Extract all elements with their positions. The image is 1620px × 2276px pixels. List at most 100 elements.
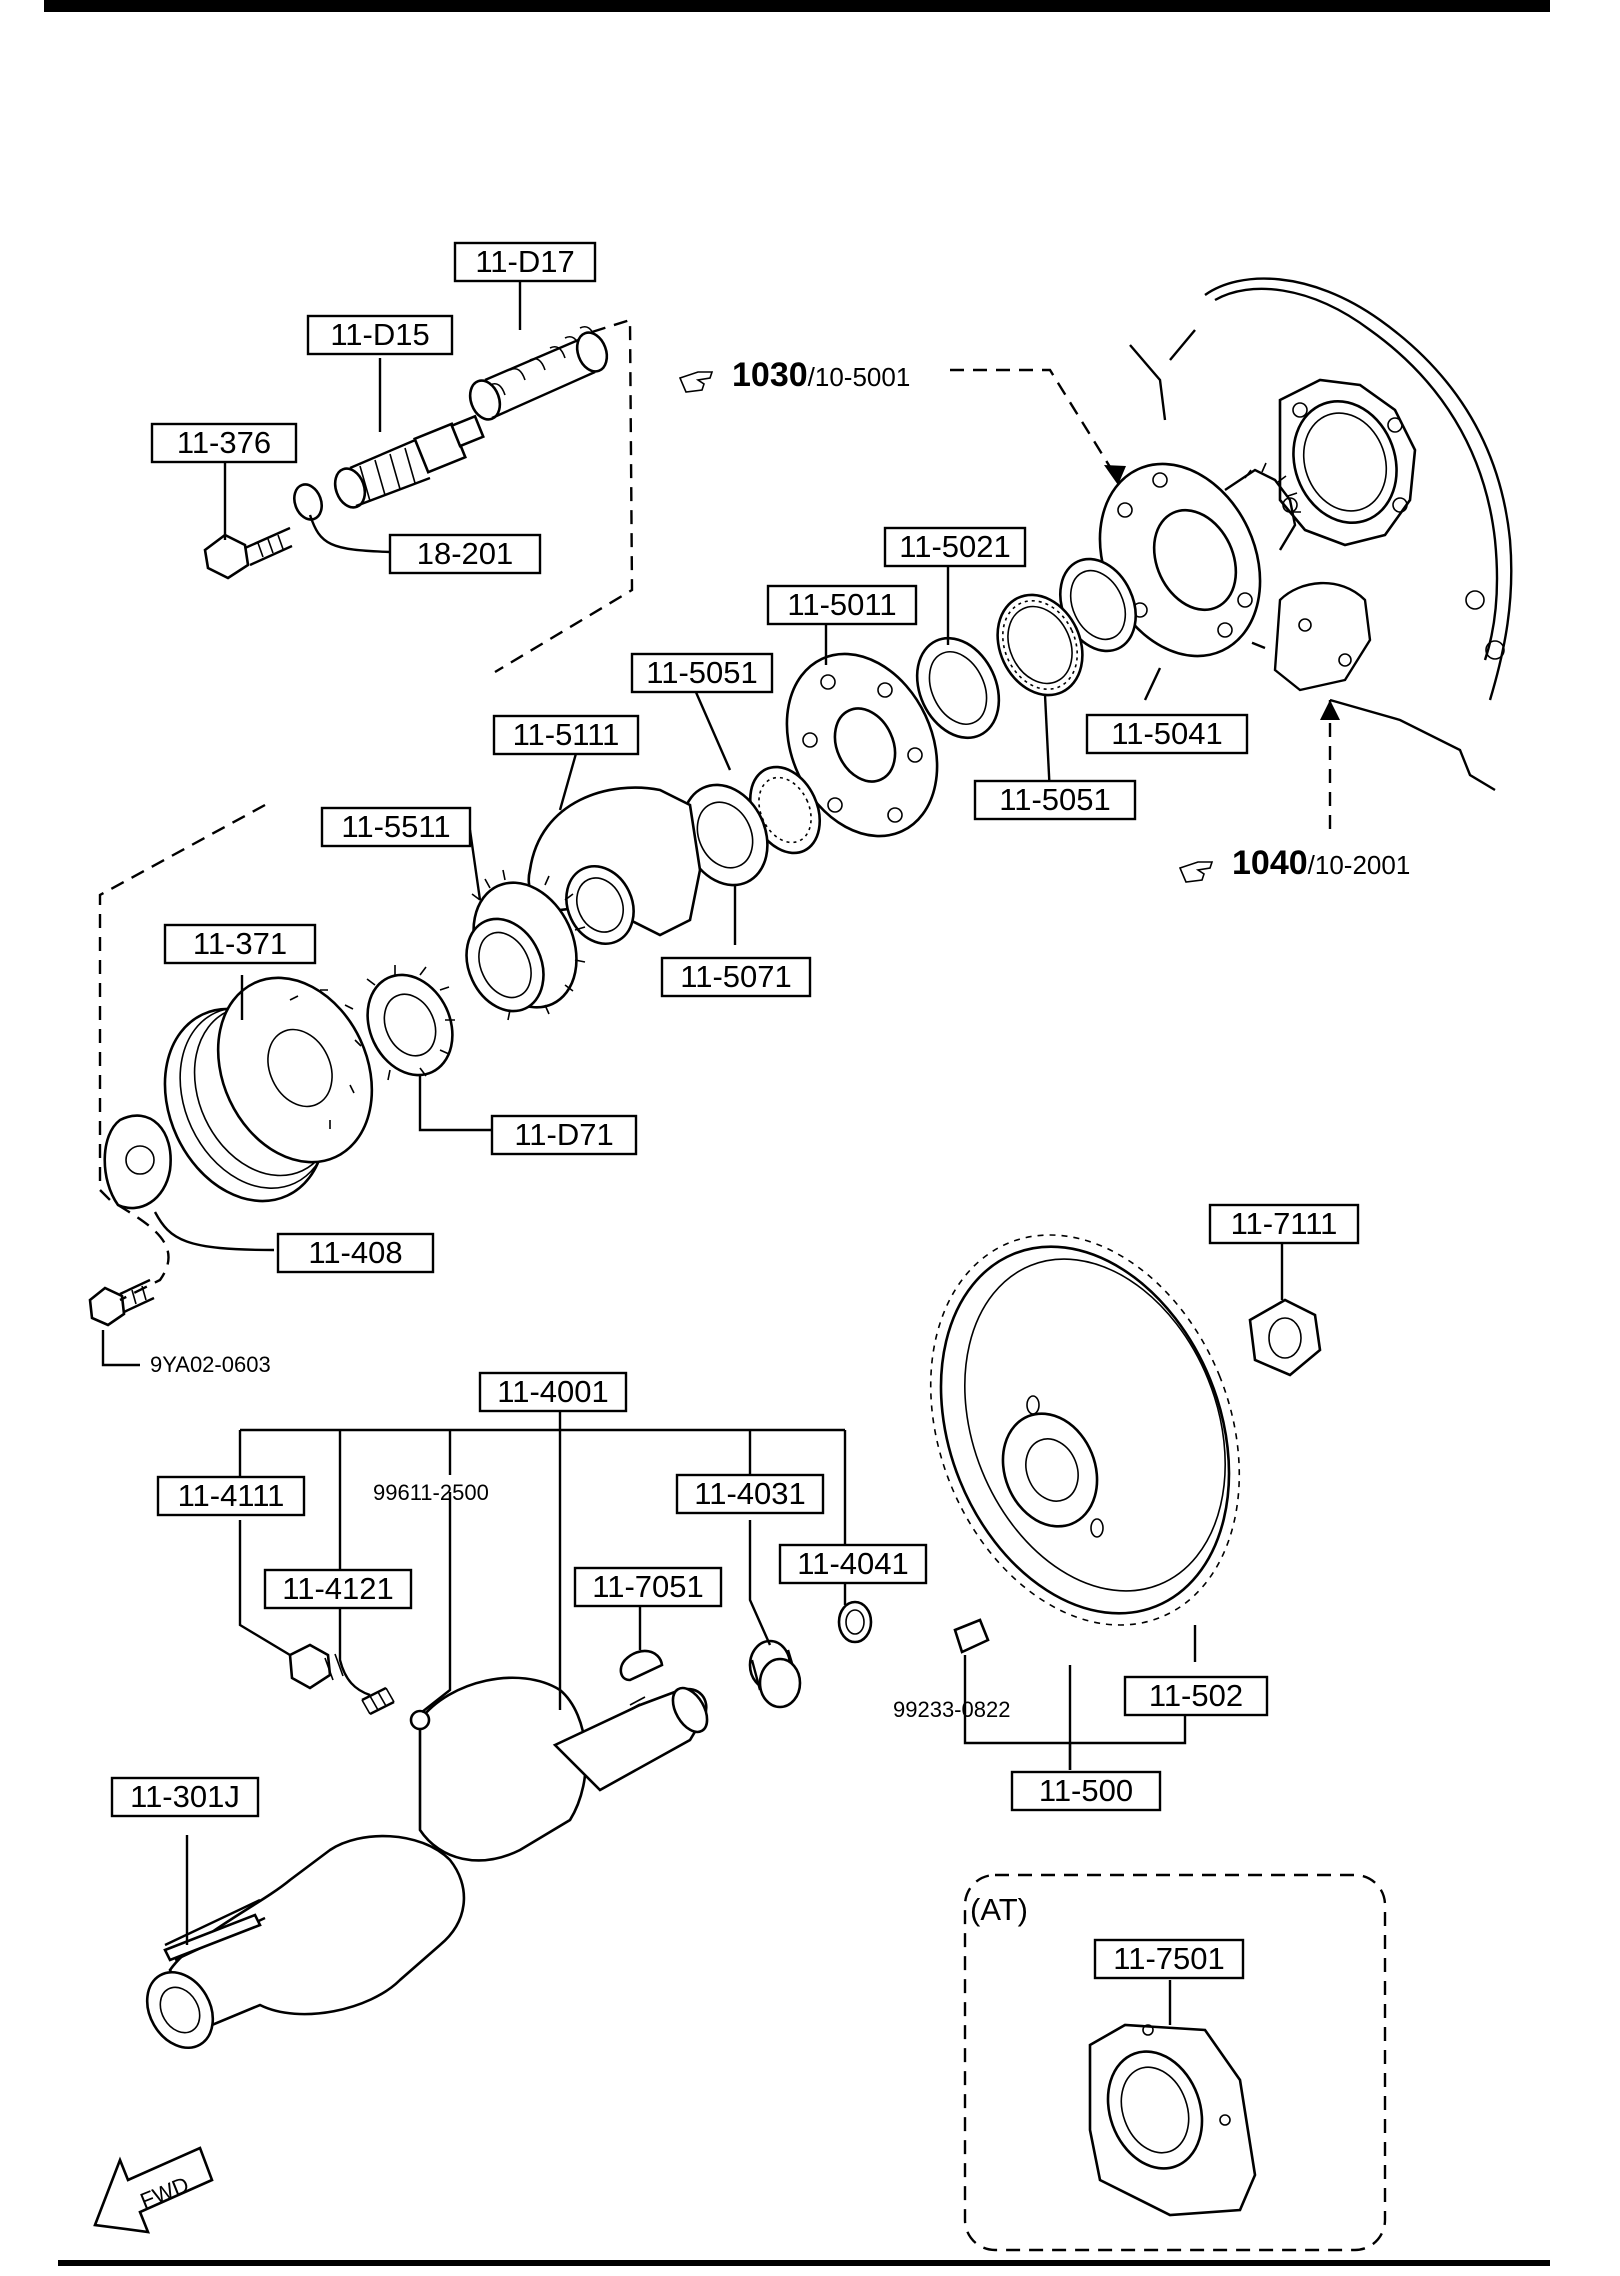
label-box (388, 533, 542, 575)
label-text: 11-408 (308, 1235, 402, 1270)
label-text: 11-7051 (592, 1569, 703, 1604)
part-label-11376[interactable]: 11-376 (150, 422, 298, 464)
label-text: 11-5071 (680, 959, 791, 994)
o-ring-18-201 (293, 483, 323, 521)
part-label-18201[interactable]: 18-201 (388, 533, 542, 575)
label-box (320, 806, 472, 848)
bolt-11-376 (203, 526, 293, 580)
label-text: 11-7501 (1113, 1941, 1224, 1976)
label-box (883, 526, 1027, 568)
pointing-hand-icon (1178, 861, 1214, 883)
label-box (1085, 713, 1249, 755)
label-text: 11-500 (1039, 1773, 1133, 1808)
drive-plate-11-7501 (1088, 2023, 1257, 2217)
label-box (1208, 1203, 1360, 1245)
label-box (630, 652, 774, 694)
part-label-115041[interactable]: 11-5041 (1085, 713, 1249, 755)
bushing-11-4031 (748, 1639, 802, 1709)
label-text: 11-4121 (282, 1571, 393, 1606)
label-box (163, 923, 317, 965)
part-label-115051b[interactable]: 11-5051 (973, 779, 1137, 821)
label-box (660, 956, 812, 998)
label-text: 11-5051 (646, 655, 757, 690)
label-box (156, 1475, 306, 1517)
label-box (1123, 1675, 1269, 1717)
label-box (1093, 1938, 1245, 1980)
label-box (263, 1568, 413, 1610)
bolt-9YA02-0603 (88, 1278, 155, 1327)
bearing-11-5051-rear (996, 593, 1084, 697)
label-text: 11-D71 (514, 1117, 613, 1152)
label-text: 11-5041 (1111, 716, 1222, 751)
label-box (478, 1371, 628, 1413)
label-text: 11-D17 (475, 244, 574, 279)
part-label-117051[interactable]: 11-7051 (573, 1566, 723, 1608)
label-text: 11-301J (130, 1779, 240, 1814)
label-box (766, 584, 918, 626)
part-label-115071[interactable]: 11-5071 (660, 956, 812, 998)
part-label-114001[interactable]: 11-4001 (478, 1371, 628, 1413)
leader-lines (101, 282, 1284, 2025)
key-11-301J (163, 1913, 262, 1962)
part-label-115011[interactable]: 11-5011 (766, 584, 918, 626)
label-box (453, 241, 597, 283)
part-label-114031[interactable]: 11-4031 (675, 1473, 825, 1515)
part-label-117501[interactable]: 11-7501 (1093, 1938, 1245, 1980)
valve-11-D15 (333, 414, 485, 509)
label-box (110, 1776, 260, 1818)
sprocket-11-5511 (465, 869, 586, 1021)
part-label-114041[interactable]: 11-4041 (778, 1543, 928, 1585)
part-label-117111[interactable]: 11-7111 (1208, 1203, 1360, 1245)
label-box (150, 422, 298, 464)
ball-99611-2500 (409, 1709, 431, 1731)
label-text: 11-7111 (1231, 1206, 1338, 1241)
part-label-115051a[interactable]: 11-5051 (630, 652, 774, 694)
crankshaft-11-4001 (145, 1676, 709, 2050)
label-text: 11-5051 (999, 782, 1110, 817)
part-label-115511[interactable]: 11-5511 (320, 806, 472, 848)
label-box (276, 1232, 435, 1274)
seal-11-4041 (837, 1600, 873, 1644)
part-label-115021[interactable]: 11-5021 (883, 526, 1027, 568)
part-label-11301J[interactable]: 11-301J (110, 1776, 260, 1818)
label-box (778, 1543, 928, 1585)
part-label-114111[interactable]: 11-4111 (156, 1475, 306, 1517)
part-label-11D17[interactable]: 11-D17 (453, 241, 597, 283)
label-text: 11-D15 (330, 317, 429, 352)
label-text: 11-5011 (787, 587, 896, 622)
part-label-11500[interactable]: 11-500 (1010, 1770, 1162, 1812)
pulley-11-371 (163, 976, 374, 1203)
label-box (306, 314, 454, 356)
ref-1040[interactable]: 1040/10-2001 (1178, 844, 1410, 883)
fwd-arrow: FWD (93, 2146, 214, 2234)
engine-block-housing (1129, 277, 1513, 792)
label-text: 11-5511 (341, 809, 450, 844)
ref-1040-number: 1040 (1232, 844, 1308, 882)
label-box (973, 779, 1137, 821)
part-label-11371[interactable]: 11-371 (163, 923, 317, 965)
svg-text:1030/10-5001: 1030/10-5001 (732, 356, 910, 394)
part-label-11D15[interactable]: 11-D15 (306, 314, 454, 356)
part-label-11502[interactable]: 11-502 (1123, 1675, 1269, 1717)
washer-11-5071 (681, 783, 769, 887)
plug-11-4111 (288, 1643, 344, 1690)
race-11-5021 (915, 636, 1001, 740)
label-text: 11-4041 (797, 1546, 908, 1581)
part-label-114121[interactable]: 11-4121 (263, 1568, 413, 1610)
front-cover-flange (1098, 462, 1301, 658)
label-text: 11-4111 (178, 1478, 285, 1513)
label-text: 11-4031 (694, 1476, 805, 1511)
nut-11-7111 (1248, 1298, 1322, 1377)
pointing-hand-icon (678, 371, 714, 393)
spring-11-4121 (361, 1686, 395, 1716)
label-text: 11-4001 (497, 1374, 608, 1409)
label-box (675, 1473, 825, 1515)
part-label-11D71[interactable]: 11-D71 (490, 1114, 638, 1156)
svg-text:1040/10-2001: 1040/10-2001 (1232, 844, 1410, 882)
label-box (573, 1566, 723, 1608)
ref-1030-number: 1030 (732, 356, 808, 394)
part-label-115111[interactable]: 11-5111 (492, 714, 640, 756)
label-9YA02-0603: 9YA02-0603 (150, 1352, 271, 1377)
ref-1030[interactable]: 1030/10-5001 (678, 356, 910, 394)
part-label-11408[interactable]: 11-408 (276, 1232, 435, 1274)
